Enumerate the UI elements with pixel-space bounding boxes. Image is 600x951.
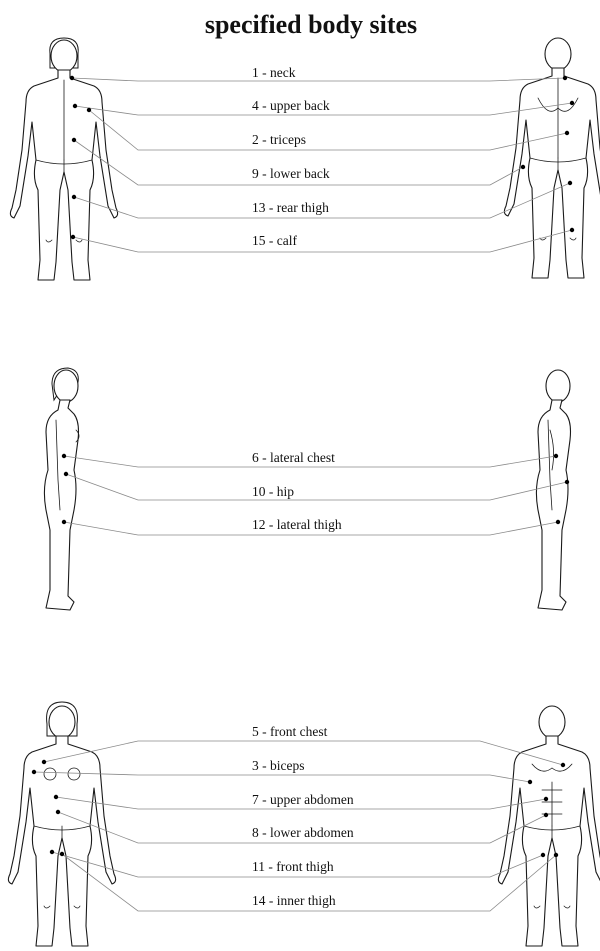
back-view-group: 1 - neck 4 - upper back 2 - triceps 9 - …: [9, 37, 600, 281]
site-hip: 10 - hip: [63, 471, 570, 501]
site-triceps: 2 - triceps: [86, 107, 570, 151]
site-label: 10 - hip: [252, 484, 294, 499]
site-label: 11 - front thigh: [252, 859, 334, 874]
site-label: 6 - lateral chest: [252, 450, 335, 465]
site-lateral-thigh: 12 - lateral thigh: [61, 517, 561, 536]
female-side-figure: [43, 367, 80, 611]
site-label: 4 - upper back: [252, 98, 330, 113]
site-lower-back: 9 - lower back: [71, 137, 526, 186]
site-front-chest: 5 - front chest: [41, 724, 566, 768]
site-biceps: 3 - biceps: [31, 758, 533, 785]
site-rear-thigh: 13 - rear thigh: [71, 180, 573, 219]
site-calf: 15 - calf: [70, 227, 575, 253]
site-lateral-chest: 6 - lateral chest: [61, 450, 559, 468]
male-back-figure: [503, 37, 600, 279]
male-front-figure: [497, 705, 600, 947]
male-side-figure: [535, 369, 572, 611]
site-label: 3 - biceps: [252, 758, 304, 773]
page-title: specified body sites: [205, 10, 417, 39]
site-label: 9 - lower back: [252, 166, 330, 181]
female-front-figure: [7, 701, 117, 947]
site-neck: 1 - neck: [69, 65, 568, 82]
site-label: 1 - neck: [252, 65, 296, 80]
site-label: 13 - rear thigh: [252, 200, 329, 215]
site-upper-back: 4 - upper back: [72, 98, 575, 116]
site-label: 15 - calf: [252, 233, 297, 248]
site-lower-abdomen: 8 - lower abdomen: [55, 809, 549, 844]
site-label: 14 - inner thigh: [252, 893, 336, 908]
site-label: 5 - front chest: [252, 724, 328, 739]
site-label: 2 - triceps: [252, 132, 306, 147]
front-view-group: 5 - front chest 3 - biceps 7 - upper abd…: [7, 701, 600, 947]
site-inner-thigh: 14 - inner thigh: [59, 851, 559, 912]
site-label: 12 - lateral thigh: [252, 517, 342, 532]
side-view-group: 6 - lateral chest 10 - hip 12 - lateral …: [43, 367, 572, 611]
site-label: 7 - upper abdomen: [252, 792, 354, 807]
site-front-thigh: 11 - front thigh: [49, 849, 546, 878]
female-back-figure: [9, 37, 119, 281]
site-upper-abdomen: 7 - upper abdomen: [53, 792, 549, 810]
site-label: 8 - lower abdomen: [252, 825, 354, 840]
